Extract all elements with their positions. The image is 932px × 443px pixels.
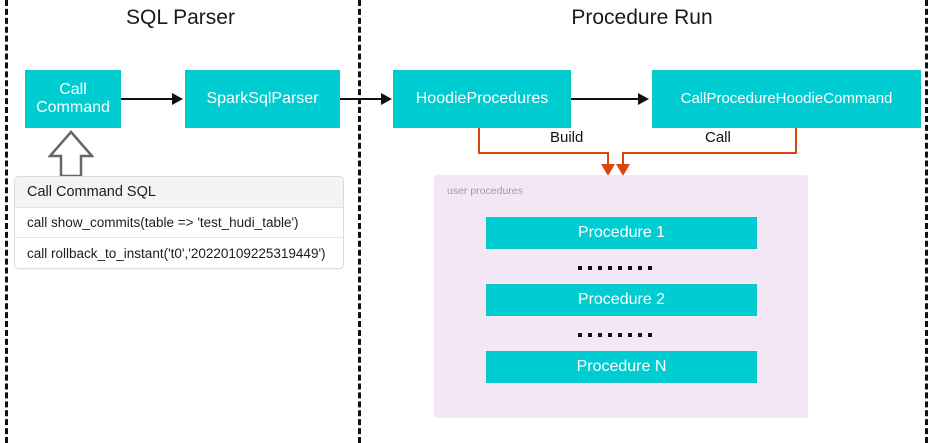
sql-card-row: call rollback_to_instant('t0','202201092…: [15, 238, 343, 268]
build-connector-vertical: [478, 128, 480, 153]
node-procedure-2[interactable]: Procedure 2: [486, 284, 757, 316]
ellipsis-separator-2: [578, 333, 652, 337]
call-connector-drop: [622, 152, 624, 167]
node-procedure-n[interactable]: Procedure N: [486, 351, 757, 383]
node-procedure-1-label: Procedure 1: [577, 223, 666, 241]
divider-right: [925, 0, 928, 443]
divider-left: [5, 0, 8, 443]
arrow-call-command-to-parser-line: [121, 98, 173, 100]
edge-label-call: Call: [700, 129, 736, 146]
build-connector-arrowhead: [601, 164, 615, 176]
section-title-sql-parser: SQL Parser: [126, 6, 235, 29]
node-procedure-2-label: Procedure 2: [577, 290, 666, 308]
node-call-procedure-hoodie-command[interactable]: CallProcedureHoodieCommand: [652, 70, 921, 128]
node-procedure-n-label: Procedure N: [576, 357, 667, 375]
node-call-command[interactable]: Call Command: [25, 70, 121, 128]
arrow-parser-to-hoodie-line: [340, 98, 390, 100]
node-spark-sql-parser-label: SparkSqlParser: [206, 89, 319, 107]
build-connector-drop: [607, 152, 609, 167]
node-call-command-line1: Call: [59, 80, 87, 98]
build-connector-horizontal: [478, 152, 609, 154]
node-spark-sql-parser[interactable]: SparkSqlParser: [185, 70, 340, 128]
node-hoodie-procedures[interactable]: HoodieProcedures: [393, 70, 571, 128]
ellipsis-separator-1: [578, 266, 652, 270]
node-call-procedure-hoodie-command-label: CallProcedureHoodieCommand: [680, 90, 893, 108]
call-connector-horizontal: [622, 152, 797, 154]
node-call-command-line2: Command: [36, 99, 110, 116]
section-title-procedure-run: Procedure Run: [571, 6, 713, 29]
arrow-parser-to-hoodie-head: [381, 93, 392, 105]
user-procedures-label: user procedures: [447, 185, 523, 197]
node-hoodie-procedures-label: HoodieProcedures: [415, 89, 549, 107]
call-connector-arrowhead: [616, 164, 630, 176]
call-command-sql-card: Call Command SQL call show_commits(table…: [14, 176, 344, 269]
arrow-call-command-to-parser-head: [172, 93, 183, 105]
call-connector-vertical: [795, 128, 797, 153]
sql-card-row: call show_commits(table => 'test_hudi_ta…: [15, 208, 343, 238]
node-procedure-1[interactable]: Procedure 1: [486, 217, 757, 249]
sql-card-header: Call Command SQL: [15, 177, 343, 208]
arrow-hoodie-to-callprocedure-line: [571, 98, 639, 100]
arrow-hoodie-to-callprocedure-head: [638, 93, 649, 105]
edge-label-build: Build: [545, 129, 589, 146]
divider-middle: [358, 0, 361, 443]
